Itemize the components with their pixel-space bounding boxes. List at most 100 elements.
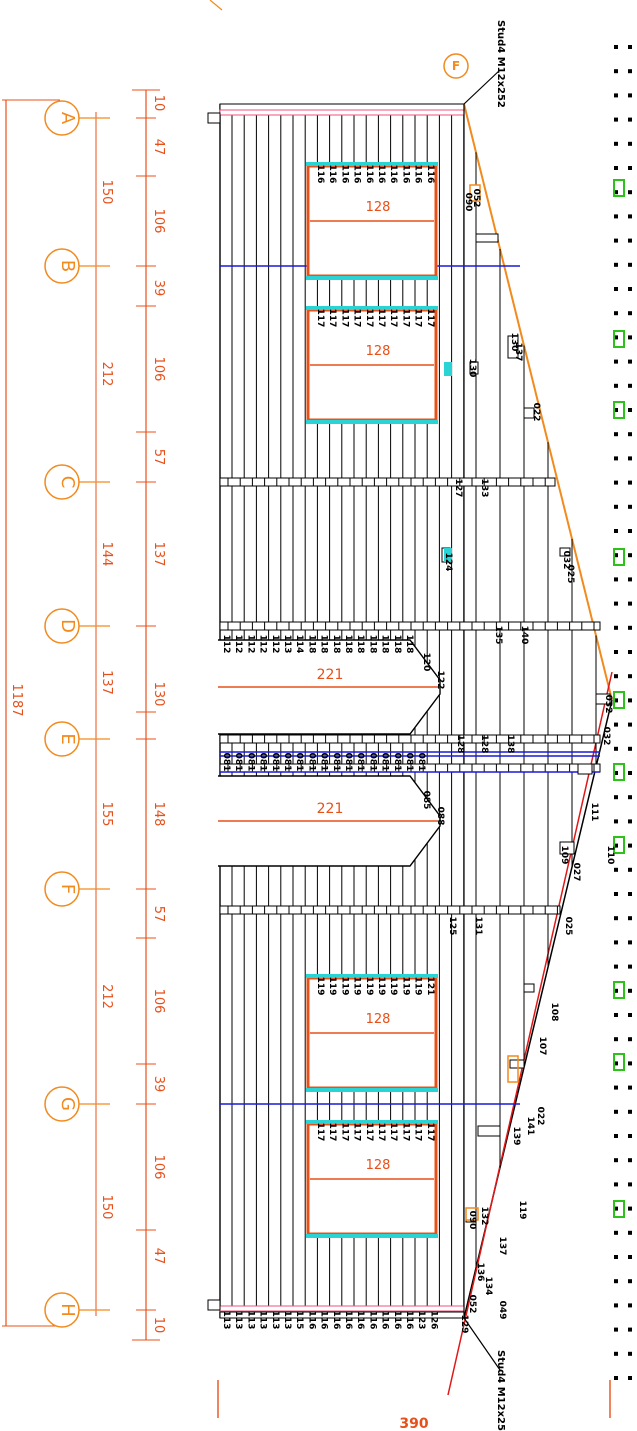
anchor-dot (614, 480, 618, 485)
anchor-dot (614, 746, 618, 751)
log-number: 136 (475, 1263, 485, 1282)
log-number: 081 (233, 753, 243, 772)
log-number: 113 (270, 1311, 280, 1330)
log-number: 135 (493, 626, 503, 645)
log-number: 118 (306, 635, 316, 654)
anchor-dot (614, 1279, 618, 1284)
log-number: 119 (339, 977, 349, 996)
log-number: 117 (388, 309, 398, 328)
section-marker-label: F (452, 59, 460, 73)
anchor-dot (614, 190, 618, 195)
log-number: 130 (509, 333, 519, 352)
green-marker (613, 548, 625, 566)
anchor-dot (628, 843, 632, 848)
anchor-dot (628, 383, 632, 388)
log-number: 111 (589, 803, 599, 822)
total-dimension-label: 1187 (9, 683, 24, 716)
anchor-dot (614, 1182, 618, 1187)
log-number: 052 (471, 189, 481, 208)
anchor-dot (628, 698, 632, 703)
log-number: 117 (327, 1123, 337, 1142)
anchor-dot (614, 1109, 618, 1114)
anchor-dot (614, 771, 618, 775)
green-marker (613, 981, 625, 999)
anchor-dot (628, 238, 632, 243)
log-number: 049 (497, 1301, 507, 1320)
anchor-dot (628, 819, 632, 824)
anchor-dot (628, 287, 632, 291)
log-number: 116 (319, 1311, 329, 1330)
anchor-dot (614, 940, 618, 945)
green-marker (613, 1200, 625, 1218)
log-number: 120 (421, 653, 431, 672)
window-width-label: 128 (366, 200, 391, 215)
end-block (207, 112, 221, 124)
detail-dimension-label: 39 (151, 1076, 166, 1093)
log-number: 119 (327, 977, 337, 996)
log-number: 081 (380, 753, 390, 772)
bottom-dimension-label: 390 (399, 1416, 428, 1431)
anchor-dot (614, 674, 618, 679)
green-marker (613, 836, 625, 854)
axis-dimension-label: 150 (99, 180, 114, 205)
log-number: 141 (525, 1117, 535, 1136)
anchor-dot (628, 432, 632, 437)
log-number: 129 (459, 1315, 469, 1334)
anchor-dot (628, 311, 632, 316)
detail-dimension-label: 57 (151, 449, 166, 466)
connector-box (559, 841, 575, 855)
anchor-dot (614, 432, 618, 437)
log-number: 113 (282, 1311, 292, 1330)
log-number: 121 (425, 977, 435, 996)
log-number: 117 (376, 1123, 386, 1142)
anchor-dot (614, 504, 618, 509)
log-number: 117 (327, 309, 337, 328)
log-number: 116 (388, 165, 398, 184)
log-number: 081 (343, 753, 353, 772)
log-number: 117 (352, 309, 362, 328)
log-number: 025 (565, 565, 575, 584)
log-number: 081 (404, 753, 414, 772)
log-number: 127 (453, 479, 463, 498)
log-number: 112 (245, 635, 255, 654)
log-number: 113 (282, 635, 292, 654)
log-number: 118 (355, 635, 365, 654)
detail-dimension-label: 10 (151, 1317, 166, 1334)
log-number: 126 (428, 1311, 438, 1330)
log-number: 116 (343, 1311, 353, 1330)
anchor-dot (614, 383, 618, 388)
stud-label: Stud4 M12x252 (495, 20, 506, 108)
grid-axis-label: A (57, 112, 78, 125)
axis-dimension-label: 212 (99, 362, 114, 387)
green-marker (613, 330, 625, 348)
log-number: 113 (258, 1311, 268, 1330)
log-number: 117 (376, 309, 386, 328)
log-number: 118 (331, 635, 341, 654)
anchor-dot (628, 1376, 632, 1380)
anchor-dot (614, 698, 618, 703)
log-number: 090 (463, 193, 473, 212)
grid-axis-label: F (57, 884, 78, 894)
log-number: 116 (380, 1311, 390, 1330)
anchor-dot (628, 93, 632, 98)
log-number: 081 (367, 753, 377, 772)
anchor-dot (628, 553, 632, 558)
log-number: 112 (221, 635, 231, 654)
anchor-dot (628, 45, 632, 49)
connector-box (475, 233, 499, 243)
log-joint-band (219, 477, 556, 487)
log-number: 119 (376, 977, 386, 996)
anchor-dot (628, 1037, 632, 1042)
anchor-dot (628, 1061, 632, 1066)
log-number: 117 (315, 1123, 325, 1142)
log-number: 119 (388, 977, 398, 996)
anchor-dot (614, 1376, 618, 1380)
anchor-dot (628, 867, 632, 872)
window-sill-marker (306, 1120, 438, 1124)
log-number: 032 (601, 727, 611, 746)
anchor-dot (628, 1279, 632, 1284)
connector-box (507, 335, 519, 359)
anchor-dot (628, 1013, 632, 1017)
grid-axis-label: G (57, 1097, 78, 1111)
log-number: 081 (245, 753, 255, 772)
